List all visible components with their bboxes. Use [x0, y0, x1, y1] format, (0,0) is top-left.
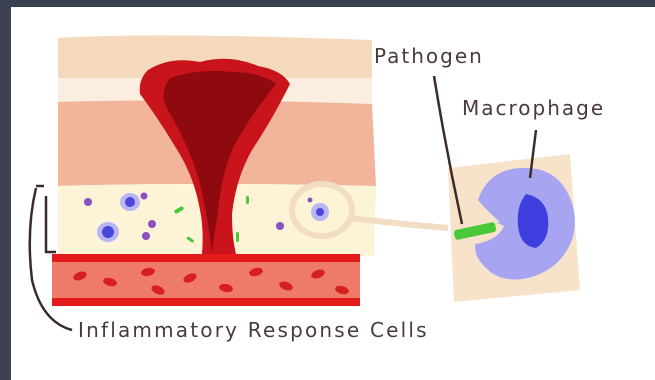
small-cell: [148, 220, 156, 228]
inflammatory-cells-label: Inflammatory Response Cells: [78, 318, 429, 342]
vessel-wall-bottom: [52, 298, 360, 306]
vessel-lumen: [52, 262, 360, 298]
small-cell: [141, 193, 148, 200]
bracket: [46, 196, 56, 252]
zoom-cell-nucleus: [316, 208, 324, 216]
small-cell: [142, 232, 150, 240]
small-cell: [84, 198, 92, 206]
macrophage-label: Macrophage: [462, 96, 605, 120]
blood-vessel: [52, 254, 360, 306]
macrophage-panel: [448, 154, 580, 302]
vessel-wall-top: [52, 254, 360, 262]
zoom-small-cell: [308, 198, 313, 203]
small-cell: [276, 222, 284, 230]
bacterium: [236, 232, 239, 242]
pathogen-pointer: [434, 76, 462, 224]
pathogen-label: Pathogen: [374, 44, 484, 68]
bacterium: [246, 196, 249, 204]
immune-cell-nucleus: [102, 226, 114, 238]
immune-cell-nucleus: [125, 197, 135, 207]
